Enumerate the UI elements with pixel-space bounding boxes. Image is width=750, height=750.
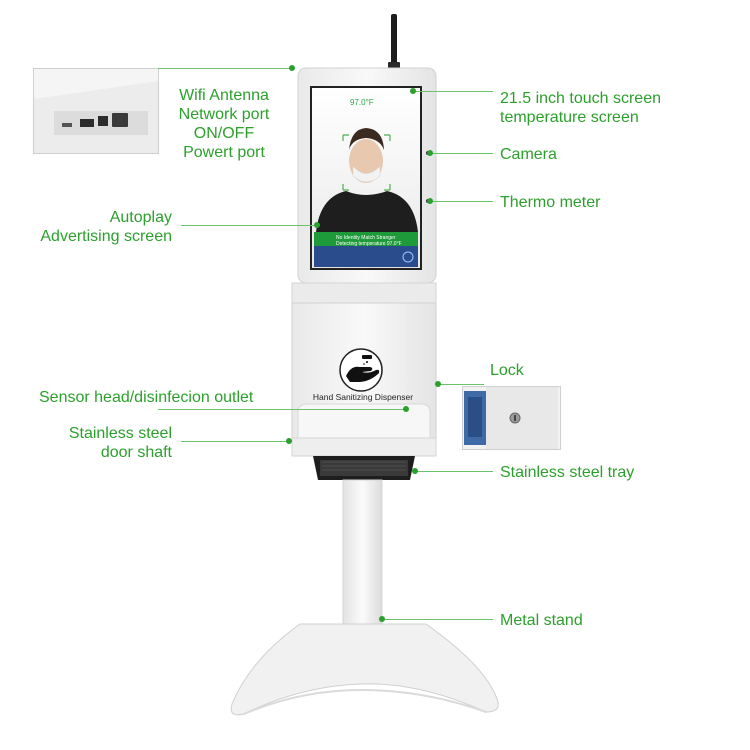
leader-autoplay-dot	[314, 222, 320, 228]
label-touch-screen-2: temperature screen	[500, 109, 639, 126]
leader-sensor-dot	[403, 406, 409, 412]
leader-thermo-dot	[427, 198, 433, 204]
leader-camera	[430, 153, 493, 154]
wifi-antenna	[388, 14, 400, 72]
leader-touch-screen	[413, 91, 493, 92]
dispenser-label: Hand Sanitizing Dispenser	[312, 392, 414, 402]
screen-temperature: 97.0°F	[350, 98, 374, 107]
label-wifi-group: Wifi Antenna Network port ON/OFF Powert …	[160, 86, 288, 162]
leader-lock-dot	[435, 381, 441, 387]
touch-screen	[310, 86, 422, 270]
label-thermo-meter: Thermo meter	[500, 194, 601, 211]
label-wifi-antenna: Wifi Antenna	[179, 87, 269, 104]
label-touch-screen-group: 21.5 inch touch screen temperature scree…	[500, 89, 661, 127]
label-metal-stand: Metal stand	[500, 612, 583, 629]
label-on-off: ON/OFF	[193, 125, 255, 142]
lock-inset	[462, 386, 561, 450]
hand-sanitizer-icon	[339, 348, 383, 392]
leader-door-shaft-dot	[286, 438, 292, 444]
leader-touch-screen-dot	[410, 88, 416, 94]
leader-autoplay	[181, 225, 317, 226]
screen-status-line-1: No Identity Match Stranger	[336, 235, 396, 241]
leader-sensor	[158, 409, 406, 410]
label-lock: Lock	[490, 362, 524, 379]
label-autoplay-1: Autoplay	[109, 209, 172, 226]
metal-stand-base	[230, 623, 499, 716]
ports-detail	[34, 69, 158, 153]
screen-status-line-2: Detecting temperature 97.0°F	[336, 241, 402, 247]
leader-door-shaft	[181, 441, 289, 442]
leader-stand-dot	[379, 616, 385, 622]
label-power-port: Powert port	[183, 144, 265, 161]
label-door-shaft-1: Stainless steel	[68, 425, 172, 442]
label-network-port: Network port	[178, 106, 270, 123]
label-touch-screen-1: 21.5 inch touch screen	[500, 90, 661, 107]
leader-camera-dot	[427, 150, 433, 156]
metal-stand-pole	[342, 479, 383, 637]
stainless-steel-tray	[313, 456, 415, 480]
leader-stand	[382, 619, 493, 620]
label-tray: Stainless steel tray	[500, 464, 635, 481]
leader-tray-dot	[412, 468, 418, 474]
lock-detail	[463, 387, 560, 449]
label-door-shaft-group: Stainless steel door shaft	[20, 424, 172, 462]
leader-thermo	[430, 201, 493, 202]
label-autoplay-2: Advertising screen	[40, 228, 172, 245]
leader-wifi-dot	[289, 65, 295, 71]
ports-inset	[33, 68, 159, 154]
label-door-shaft-2: door shaft	[100, 444, 172, 461]
label-camera: Camera	[500, 146, 557, 163]
leader-lock	[438, 384, 484, 385]
leader-tray	[415, 471, 493, 472]
label-sensor-head: Sensor head/disinfecion outlet	[39, 389, 254, 406]
label-autoplay-group: Autoplay Advertising screen	[20, 208, 172, 246]
leader-wifi	[158, 68, 292, 69]
